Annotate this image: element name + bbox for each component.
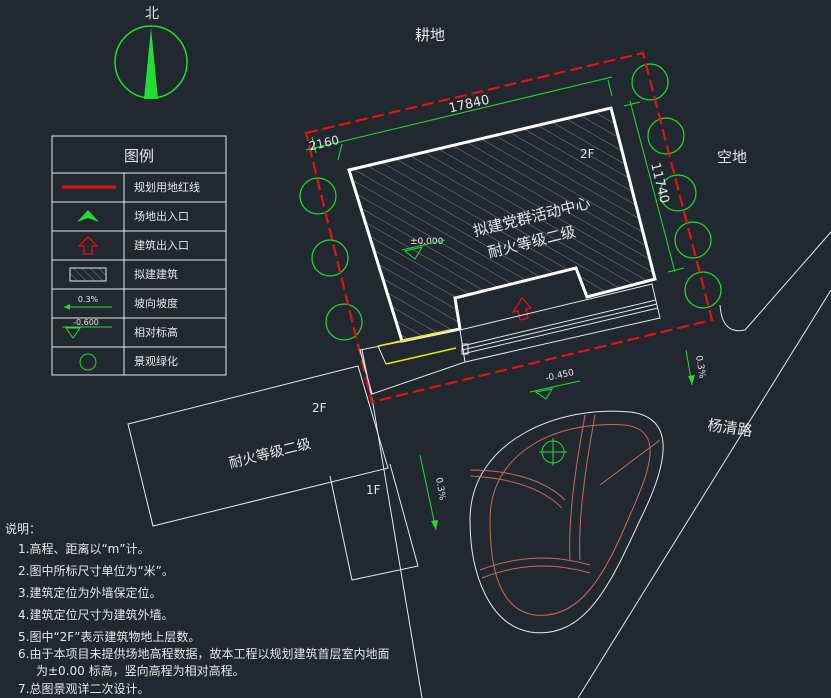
entrance-terrace bbox=[359, 283, 661, 395]
elevation-main: ±0.000 bbox=[401, 237, 446, 260]
legend-label: 建筑出入口 bbox=[134, 238, 189, 252]
svg-text:5.图中“2F”表示建筑物地上层数。: 5.图中“2F”表示建筑物地上层数。 bbox=[18, 629, 200, 644]
svg-text:0.3%: 0.3% bbox=[433, 477, 447, 502]
slope-right: 0.3% bbox=[685, 349, 707, 386]
legend-label: 坡向坡度 bbox=[134, 296, 178, 310]
legend-label: 规划用地红线 bbox=[134, 180, 200, 194]
svg-text:耐火等级二级: 耐火等级二级 bbox=[227, 435, 313, 472]
legend: 图例 0.3% -0.600 规划用地红线 场地出入口 建筑出入口 拟建建筑 坡… bbox=[51, 135, 227, 376]
legend-label: 景观绿化 bbox=[134, 354, 178, 368]
notes: 说明： 1.高程、距离以“m”计。 2.图中所标尺寸单位为“米”。 3.建筑定位… bbox=[5, 521, 389, 696]
existing-building: 2F 耐火等级二级 1F bbox=[127, 365, 419, 581]
svg-text:3.建筑定位为外墙保定位。: 3.建筑定位为外墙保定位。 bbox=[18, 585, 161, 600]
svg-text:0.3%: 0.3% bbox=[693, 355, 707, 380]
roundabout-garden bbox=[469, 410, 664, 634]
open-land-label: 空地 bbox=[717, 148, 747, 166]
tree-row bbox=[299, 63, 722, 341]
legend-label: 拟建建筑 bbox=[134, 267, 178, 281]
svg-text:1.高程、距离以“m”计。: 1.高程、距离以“m”计。 bbox=[18, 541, 150, 556]
red-arrow-icon bbox=[77, 236, 99, 255]
svg-text:6.由于本项目未提供场地高程数据，故本工程以规划建筑首层室内: 6.由于本项目未提供场地高程数据，故本工程以规划建筑首层室内地面 bbox=[18, 646, 389, 661]
svg-text:说明：: 说明： bbox=[5, 521, 41, 536]
svg-text:-0.600: -0.600 bbox=[73, 318, 99, 327]
svg-text:2F: 2F bbox=[312, 401, 327, 415]
north-arrow: 北 bbox=[114, 6, 188, 99]
dim-top-short: 2160 bbox=[308, 133, 341, 154]
slope-bottom: 0.3% bbox=[419, 454, 447, 531]
dim-top-long: 17840 bbox=[447, 93, 491, 117]
tree-circle-icon bbox=[79, 353, 97, 371]
svg-text:为±0.00 标高，竖向高程为相对高程。: 为±0.00 标高，竖向高程为相对高程。 bbox=[36, 663, 245, 678]
north-label: 北 bbox=[145, 6, 159, 22]
svg-text:7.总图景观详二次设计。: 7.总图景观详二次设计。 bbox=[18, 681, 149, 696]
road bbox=[361, 231, 831, 698]
svg-text:±0.000: ±0.000 bbox=[410, 237, 444, 247]
svg-text:2.图中所标尺寸单位为“米”。: 2.图中所标尺寸单位为“米”。 bbox=[18, 563, 174, 578]
svg-text:4.建筑定位尺寸为建筑外墙。: 4.建筑定位尺寸为建筑外墙。 bbox=[18, 607, 173, 622]
farmland-label: 耕地 bbox=[415, 26, 445, 44]
legend-label: 相对标高 bbox=[134, 325, 178, 339]
building-entrance-icon bbox=[511, 296, 533, 321]
elevation-mark-icon: -0.600 bbox=[62, 318, 112, 339]
svg-text:0.3%: 0.3% bbox=[78, 295, 99, 304]
elevation-road: -0.450 bbox=[529, 368, 581, 400]
road-label: 杨清路 bbox=[706, 416, 753, 440]
svg-text:-0.450: -0.450 bbox=[545, 368, 576, 384]
green-chevron-icon bbox=[77, 210, 99, 222]
main-floors: 2F bbox=[580, 147, 595, 161]
svg-text:1F: 1F bbox=[366, 483, 381, 497]
hatch-box-icon bbox=[69, 267, 107, 282]
legend-label: 场地出入口 bbox=[134, 209, 189, 223]
slope-arrow-icon: 0.3% bbox=[64, 295, 112, 310]
dim-right-value: 11740 bbox=[647, 161, 672, 205]
site-red-line bbox=[304, 51, 714, 404]
legend-title: 图例 bbox=[124, 147, 154, 165]
